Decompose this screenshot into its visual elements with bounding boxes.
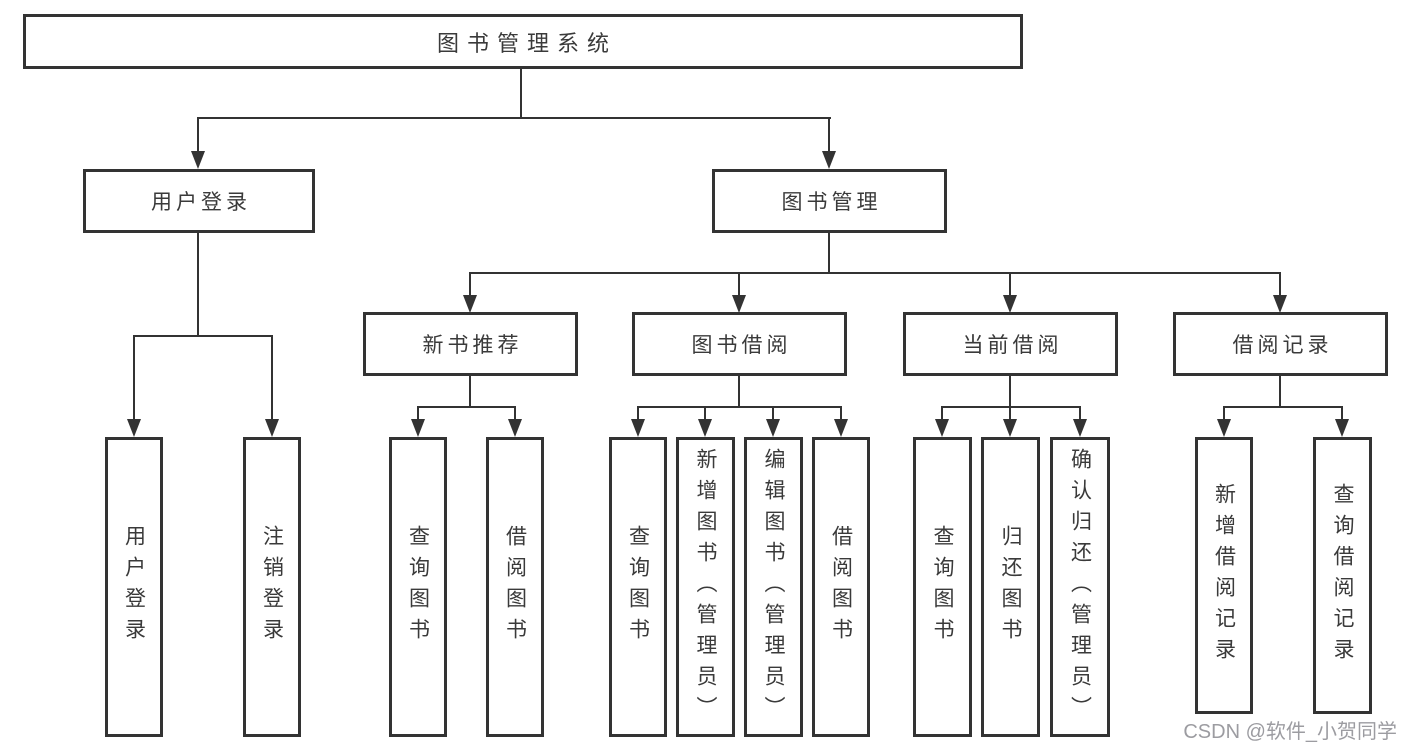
node-new-book-recommend: 新书推荐 xyxy=(363,312,578,376)
leaf-edit-book-admin: 编辑图书（管理员） xyxy=(744,437,803,737)
leaf-return-books: 归还图书 xyxy=(981,437,1040,737)
connector-vline xyxy=(197,117,199,152)
arrow-down-icon xyxy=(834,419,848,437)
arrow-down-icon xyxy=(1217,419,1231,437)
connector-hline xyxy=(1223,406,1343,408)
leaf-add-borrow-record: 新增借阅记录 xyxy=(1195,437,1253,714)
connector-vline xyxy=(133,335,135,420)
arrow-down-icon xyxy=(1273,295,1287,313)
node-label: 借阅图书 xyxy=(503,525,527,649)
connector-vline xyxy=(1223,406,1225,421)
leaf-current-query-books: 查询图书 xyxy=(913,437,972,737)
leaf-user-login: 用户登录 xyxy=(105,437,163,737)
connector-hline xyxy=(417,406,516,408)
connector-vline xyxy=(1009,406,1011,421)
connector-hline xyxy=(941,406,1081,408)
leaf-confirm-return-admin: 确认归还（管理员） xyxy=(1050,437,1110,737)
connector-vline xyxy=(941,406,943,421)
node-book-management: 图书管理 xyxy=(712,169,947,233)
connector-vline xyxy=(1341,406,1343,421)
connector-vline xyxy=(772,406,774,421)
connector-vline xyxy=(469,272,471,296)
arrow-down-icon xyxy=(766,419,780,437)
connector-vline xyxy=(738,376,740,407)
node-book-borrowing: 图书借阅 xyxy=(632,312,847,376)
node-label: 确认归还（管理员） xyxy=(1068,447,1092,727)
arrow-down-icon xyxy=(265,419,279,437)
node-label: 用户登录 xyxy=(122,525,146,649)
arrow-down-icon xyxy=(1073,419,1087,437)
connector-hline xyxy=(469,272,1281,274)
node-borrowing-records: 借阅记录 xyxy=(1173,312,1388,376)
node-label: 注销登录 xyxy=(260,525,284,649)
connector-hline xyxy=(133,335,273,337)
node-user-login: 用户登录 xyxy=(83,169,315,233)
watermark-text: CSDN @软件_小贺同学 xyxy=(1183,721,1397,743)
node-label: 新增借阅记录 xyxy=(1212,482,1236,669)
connector-vline xyxy=(828,233,830,273)
arrow-down-icon xyxy=(411,419,425,437)
connector-vline xyxy=(840,406,842,421)
node-label: 借阅图书 xyxy=(829,525,853,649)
arrow-down-icon xyxy=(1335,419,1349,437)
node-label: 用户登录 xyxy=(151,191,251,214)
node-label: 查询借阅记录 xyxy=(1331,482,1354,669)
node-current-borrowing: 当前借阅 xyxy=(903,312,1118,376)
connector-hline xyxy=(197,117,831,119)
node-label: 图书借阅 xyxy=(691,334,792,357)
connector-vline xyxy=(704,406,706,421)
connector-vline xyxy=(1009,272,1011,296)
connector-vline xyxy=(520,69,522,117)
arrow-down-icon xyxy=(698,419,712,437)
leaf-borrow-query-books: 查询图书 xyxy=(609,437,667,737)
arrow-down-icon xyxy=(463,295,477,313)
arrow-down-icon xyxy=(822,151,836,169)
arrow-down-icon xyxy=(191,151,205,169)
arrow-down-icon xyxy=(1003,419,1017,437)
connector-vline xyxy=(637,406,639,421)
leaf-recommend-borrow-books: 借阅图书 xyxy=(486,437,544,737)
node-label: 借阅记录 xyxy=(1232,334,1333,357)
node-label: 查询图书 xyxy=(626,525,650,649)
connector-hline xyxy=(637,406,842,408)
node-label: 归还图书 xyxy=(999,525,1022,649)
connector-vline xyxy=(197,233,199,336)
arrow-down-icon xyxy=(631,419,645,437)
connector-vline xyxy=(417,406,419,421)
arrow-down-icon xyxy=(508,419,522,437)
node-label: 图书管理系统 xyxy=(436,30,617,56)
arrow-down-icon xyxy=(127,419,141,437)
arrow-down-icon xyxy=(1003,295,1017,313)
node-label: 查询图书 xyxy=(406,525,430,649)
connector-vline xyxy=(271,335,273,420)
arrow-down-icon xyxy=(732,295,746,313)
connector-vline xyxy=(1079,406,1081,421)
connector-vline xyxy=(469,376,471,407)
node-label: 查询图书 xyxy=(931,525,954,649)
connector-vline xyxy=(828,117,830,152)
leaf-query-borrow-record: 查询借阅记录 xyxy=(1313,437,1372,714)
leaf-logout: 注销登录 xyxy=(243,437,301,737)
leaf-add-book-admin: 新增图书（管理员） xyxy=(676,437,735,737)
connector-vline xyxy=(1279,376,1281,407)
node-label: 当前借阅 xyxy=(962,334,1063,357)
leaf-borrow-borrow-books: 借阅图书 xyxy=(812,437,870,737)
connector-vline xyxy=(514,406,516,421)
connector-vline xyxy=(738,272,740,296)
connector-vline xyxy=(1009,376,1011,407)
node-label: 新增图书（管理员） xyxy=(694,447,717,727)
node-label: 图书管理 xyxy=(781,191,882,214)
node-label: 编辑图书（管理员） xyxy=(762,447,785,727)
arrow-down-icon xyxy=(935,419,949,437)
node-library-system: 图书管理系统 xyxy=(23,14,1023,69)
node-label: 新书推荐 xyxy=(422,334,523,357)
leaf-recommend-query-books: 查询图书 xyxy=(389,437,447,737)
connector-vline xyxy=(1279,272,1281,296)
